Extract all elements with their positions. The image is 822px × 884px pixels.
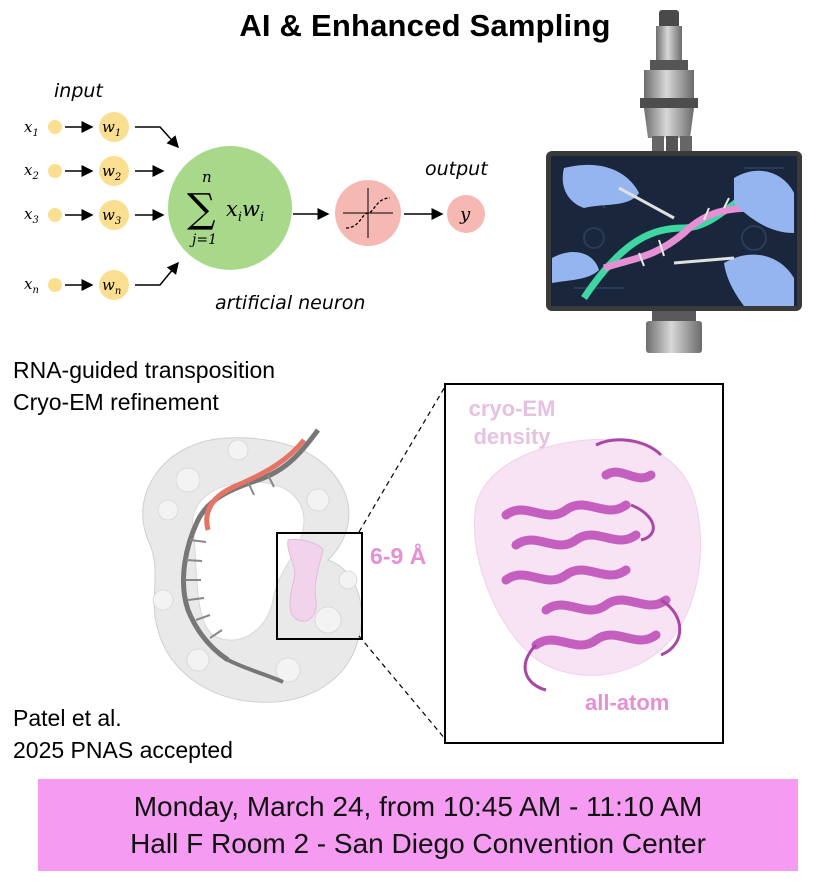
all-atom-label: all-atom — [585, 690, 670, 715]
artificial-neuron-caption: artificial neuron — [215, 292, 366, 314]
svg-text:x2: x2 — [24, 161, 39, 182]
sigma-symbol: ∑ — [187, 186, 216, 232]
svg-text:n: n — [202, 168, 212, 186]
input-row-1: x1 w1 — [24, 112, 180, 149]
weight-node-3 — [99, 200, 129, 230]
density-label: cryo-EM density — [457, 395, 567, 451]
input-row-3: x3 w3 — [24, 200, 165, 230]
banner-location-line: Hall F Room 2 - San Diego Convention Cen… — [130, 828, 706, 859]
input-node-1 — [48, 120, 62, 134]
zoom-connector-lines — [358, 384, 447, 741]
helix-model-image — [474, 438, 702, 692]
banner-date-line: Monday, March 24, from 10:45 AM - 11:10 … — [133, 791, 703, 822]
rna-title-line2: Cryo-EM refinement — [13, 389, 219, 415]
rna-title-line1: RNA-guided transposition — [13, 357, 276, 383]
input-row-2: x2 w2 — [24, 156, 165, 186]
svg-text:w1: w1 — [102, 118, 121, 139]
summation-node — [168, 146, 292, 270]
citation-line2: 2025 PNAS accepted — [13, 737, 233, 763]
svg-text:xn: xn — [24, 275, 39, 296]
zoom-panel — [444, 383, 724, 744]
citation-line1: Patel et al. — [13, 705, 122, 731]
weight-node-n — [99, 270, 129, 300]
page-title: AI & Enhanced Sampling — [239, 8, 611, 43]
activation-curve — [345, 197, 391, 229]
input-node-n — [48, 278, 62, 292]
input-node-2 — [48, 164, 62, 178]
density-label-line2: density — [473, 424, 551, 449]
svg-text:y: y — [459, 204, 471, 225]
weight-node-2 — [99, 156, 129, 186]
output-node — [447, 195, 485, 233]
density-label-line1: cryo-EM — [468, 396, 556, 421]
resolution-label: 6-9 Å — [370, 543, 427, 569]
microscope-icon — [546, 10, 802, 353]
selection-box — [276, 532, 363, 640]
event-banner: Monday, March 24, from 10:45 AM - 11:10 … — [38, 779, 798, 871]
input-label: input — [54, 80, 103, 102]
svg-text:w3: w3 — [102, 206, 121, 227]
input-row-n: xn wn — [24, 261, 179, 300]
svg-text:wn: wn — [102, 276, 121, 297]
protein-surface-image — [142, 428, 363, 703]
svg-text:xiwi: xiwi — [226, 197, 264, 225]
neuron-diagram: x1 w1 x2 w2 x3 w3 xn wn n ∑ j=1 xiwi — [24, 112, 485, 300]
x1-label: x1 — [24, 118, 39, 139]
svg-text:w2: w2 — [102, 162, 121, 183]
svg-text:x3: x3 — [24, 205, 39, 226]
input-node-3 — [48, 208, 62, 222]
output-label: output — [425, 158, 488, 180]
svg-text:j=1: j=1 — [189, 232, 217, 248]
weight-node-1 — [99, 112, 129, 142]
